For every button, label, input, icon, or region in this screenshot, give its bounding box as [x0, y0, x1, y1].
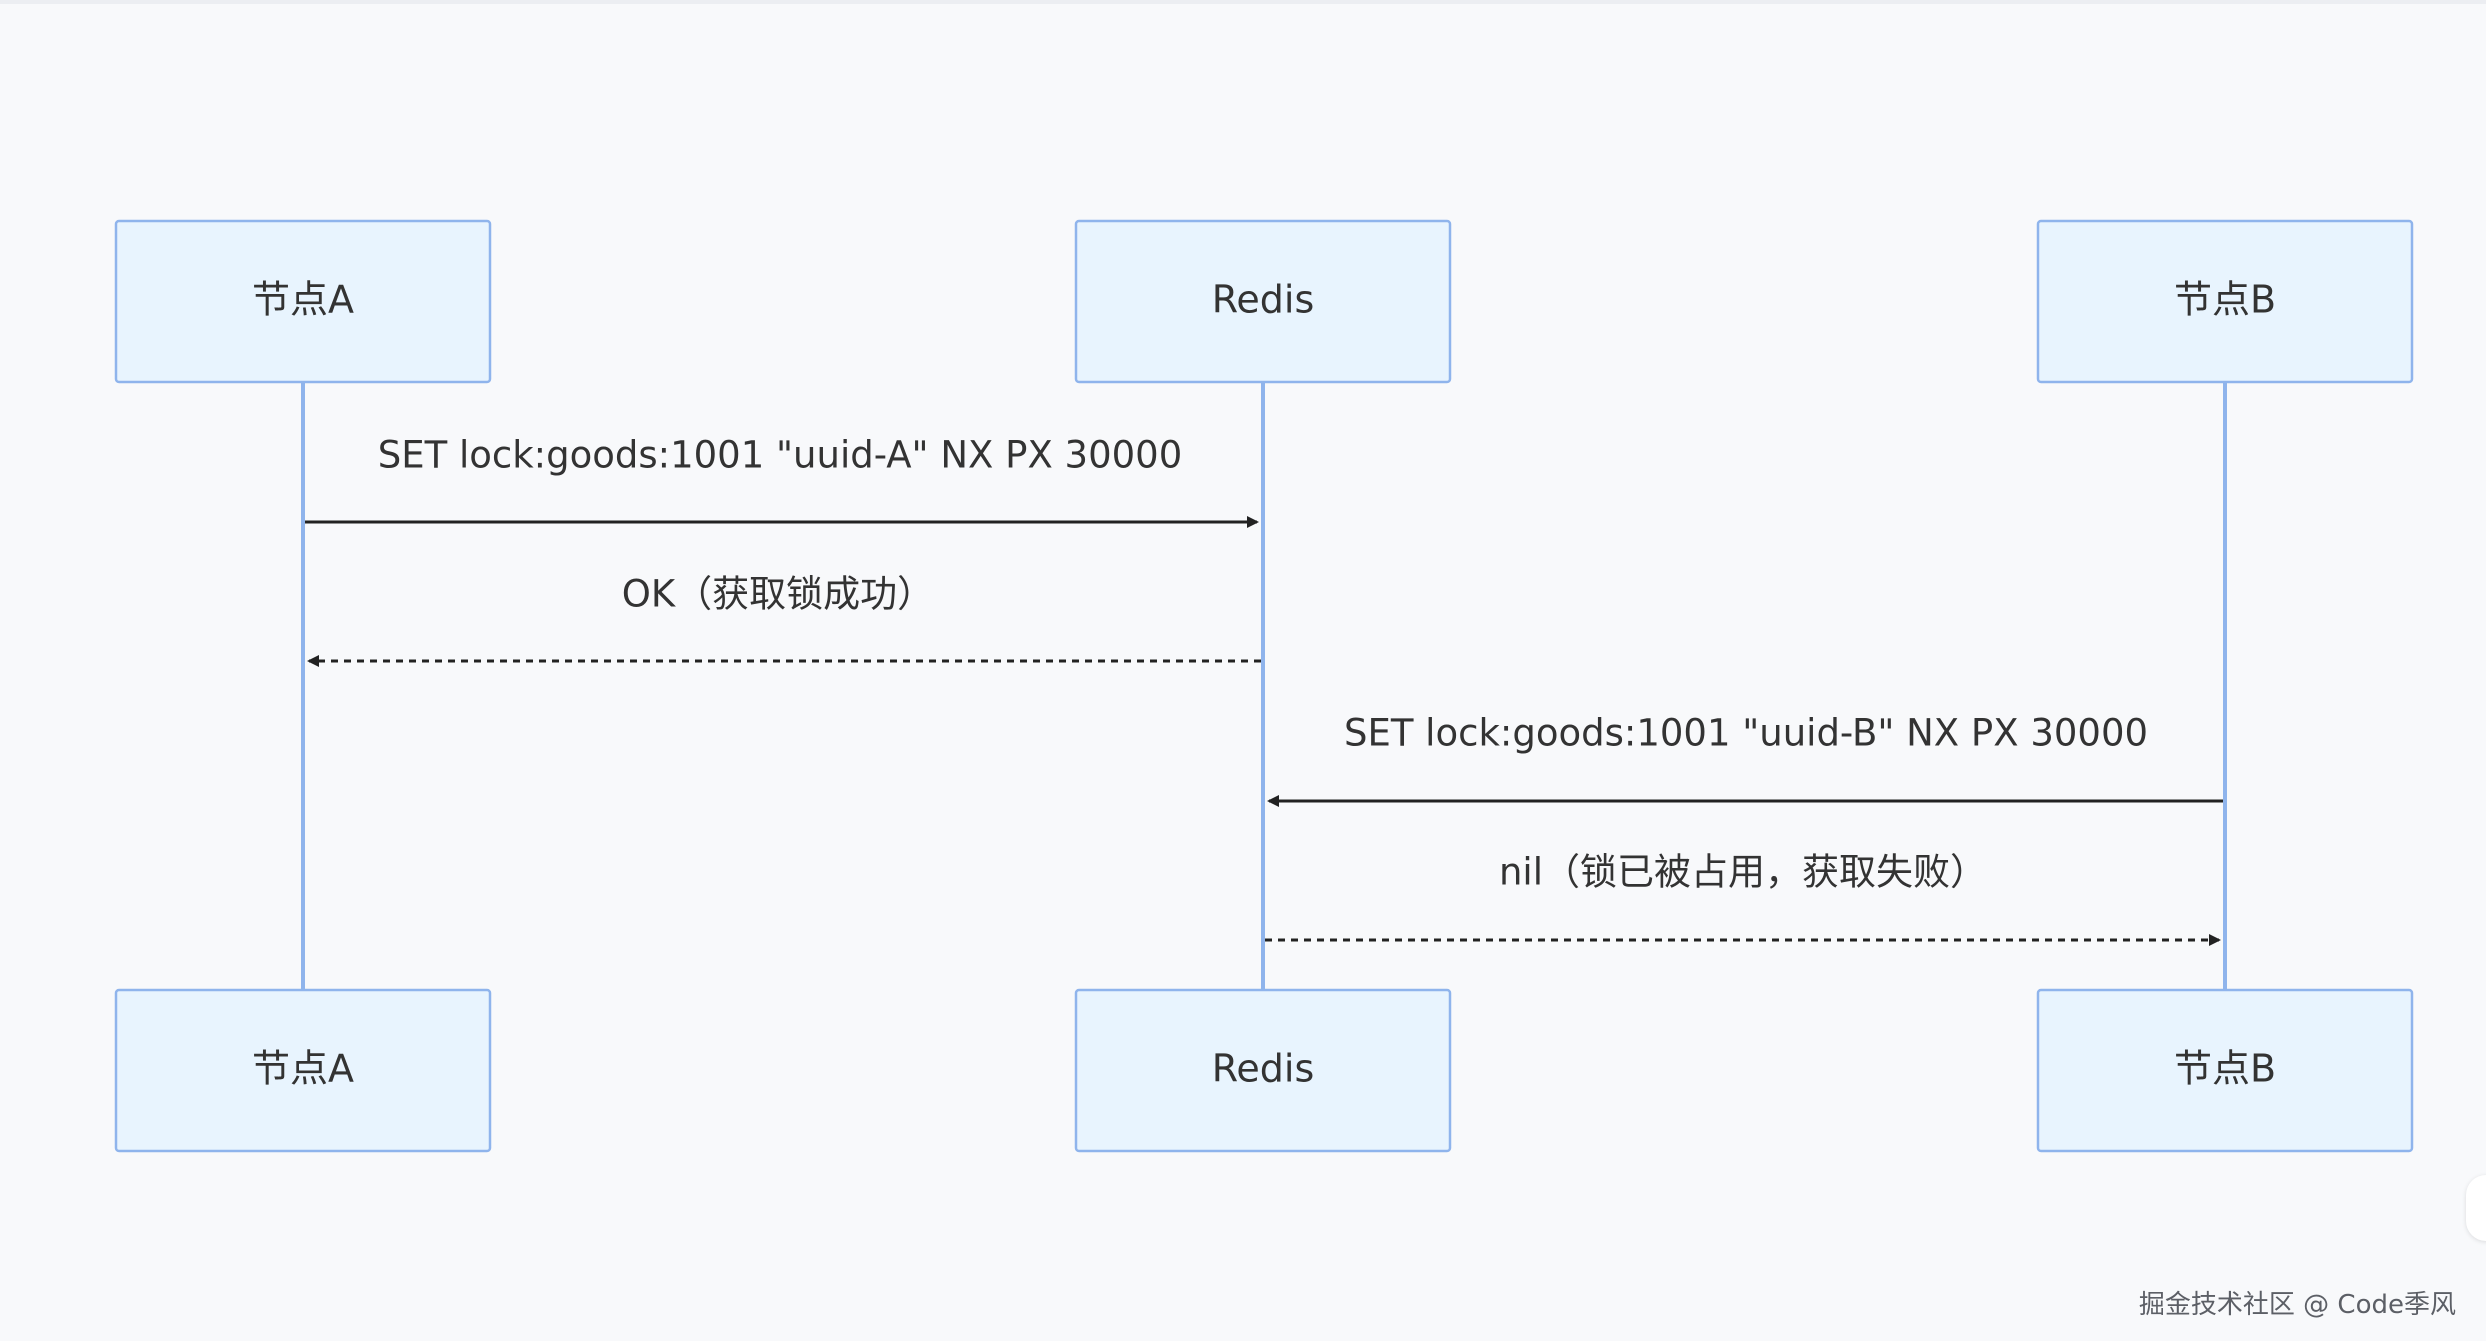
- participant-label: 节点B: [2174, 1047, 2276, 1091]
- participant-node-b-bottom: 节点B: [2036, 988, 2414, 1153]
- scroll-handle[interactable]: [2466, 1175, 2486, 1241]
- message-label-3: SET lock:goods:1001 "uuid-B" NX PX 30000: [1344, 712, 2148, 755]
- participant-label: 节点B: [2174, 278, 2276, 322]
- participant-label: Redis: [1212, 278, 1315, 322]
- watermark: 掘金技术社区 @ Code季风: [2138, 1290, 2456, 1320]
- participant-redis-bottom: Redis: [1074, 988, 1452, 1153]
- message-label-4: nil（锁已被占用，获取失败）: [1499, 851, 1987, 894]
- participant-node-b-top: 节点B: [2036, 219, 2414, 384]
- participant-redis-top: Redis: [1074, 219, 1452, 384]
- participant-label: 节点A: [252, 1047, 354, 1091]
- participant-label: Redis: [1212, 1047, 1315, 1091]
- top-border: [0, 0, 2486, 4]
- participant-node-a-bottom: 节点A: [114, 988, 492, 1153]
- participant-label: 节点A: [252, 278, 354, 322]
- participant-node-a-top: 节点A: [114, 219, 492, 384]
- message-label-1: SET lock:goods:1001 "uuid-A" NX PX 30000: [378, 434, 1183, 477]
- message-label-2: OK（获取锁成功）: [622, 573, 934, 616]
